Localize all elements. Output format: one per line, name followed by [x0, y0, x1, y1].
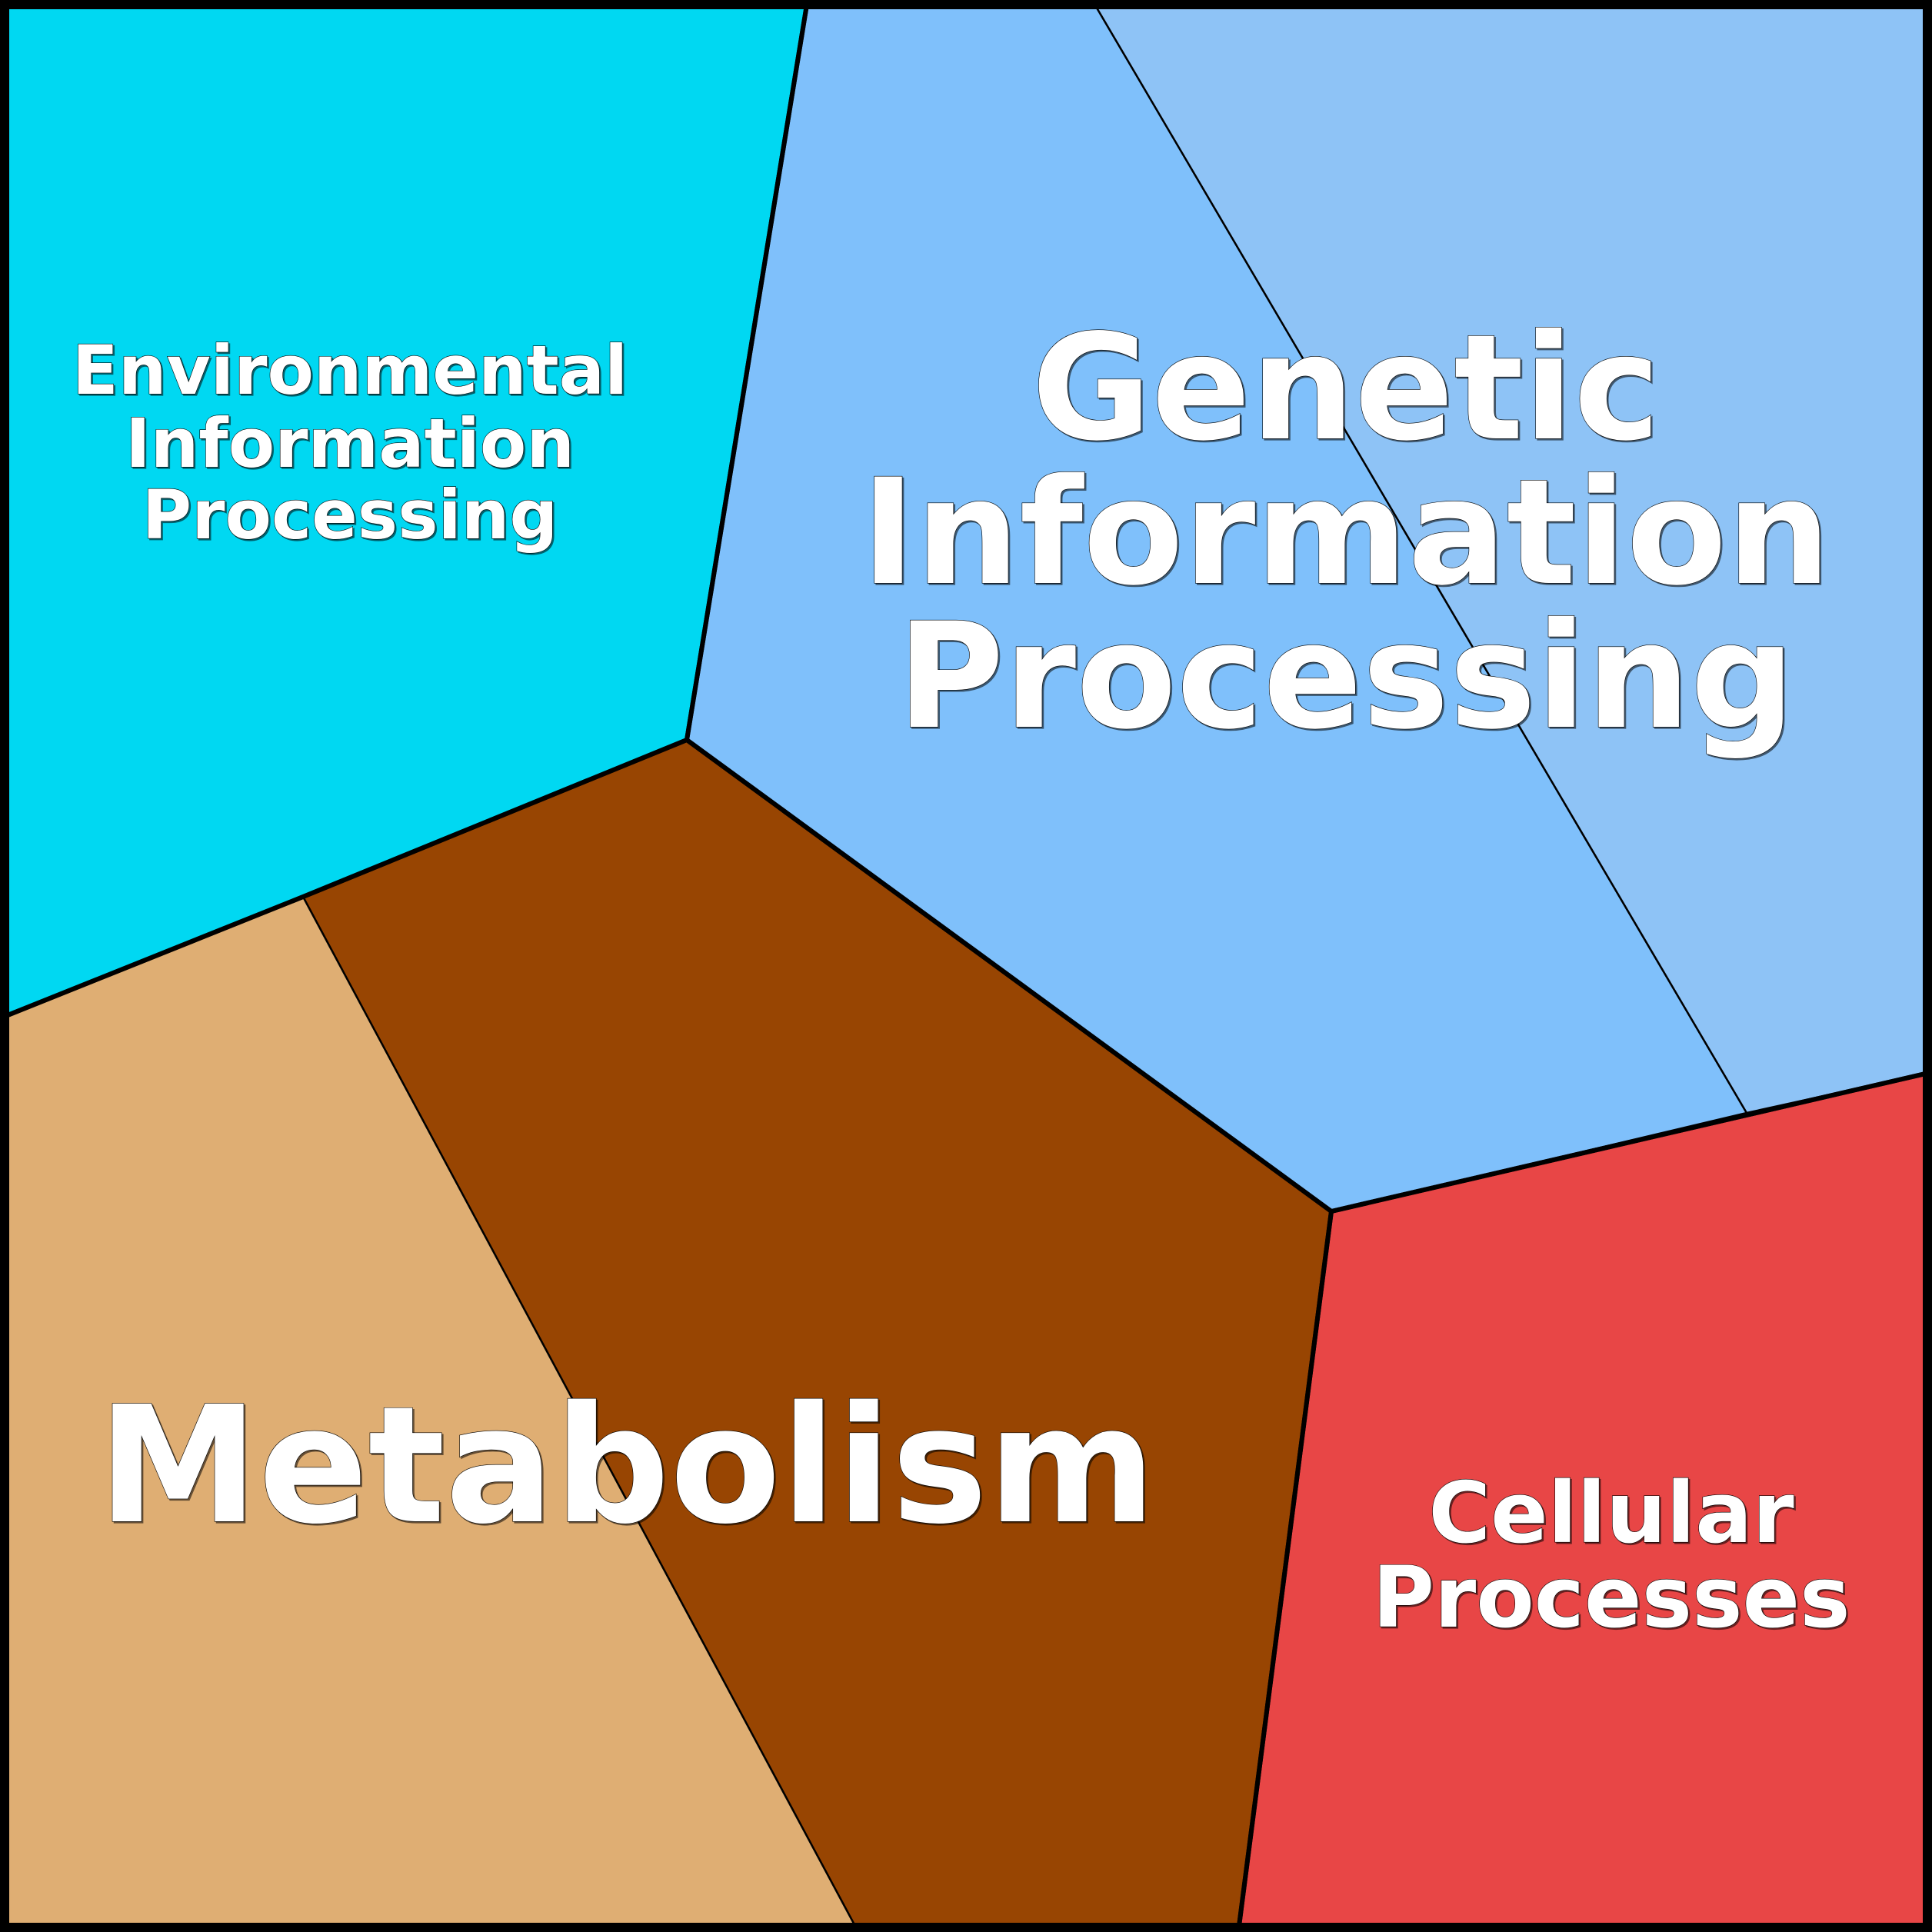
label-layer: EnvironmentalInformationProcessingGeneti…: [72, 302, 1850, 1647]
environmental-label-line: Information: [125, 404, 575, 483]
cellular-label-line: Processes: [1372, 1548, 1850, 1647]
environmental-label-line: Environmental: [72, 331, 628, 410]
cellular-region-outline: [1235, 1069, 1932, 1932]
metabolism-label: Metabolism: [97, 1371, 1156, 1560]
genetic-subcell-2: [1091, 0, 1932, 1114]
environmental-label-line: Processing: [142, 475, 558, 555]
cellular-label-line: Cellular: [1428, 1464, 1794, 1562]
metabolism-label-line: Metabolism: [98, 1371, 1156, 1560]
genetic-label-line: Genetic: [1031, 303, 1661, 473]
genetic-label-line: Information: [861, 448, 1831, 618]
genetic-label-line: Processing: [897, 591, 1795, 761]
